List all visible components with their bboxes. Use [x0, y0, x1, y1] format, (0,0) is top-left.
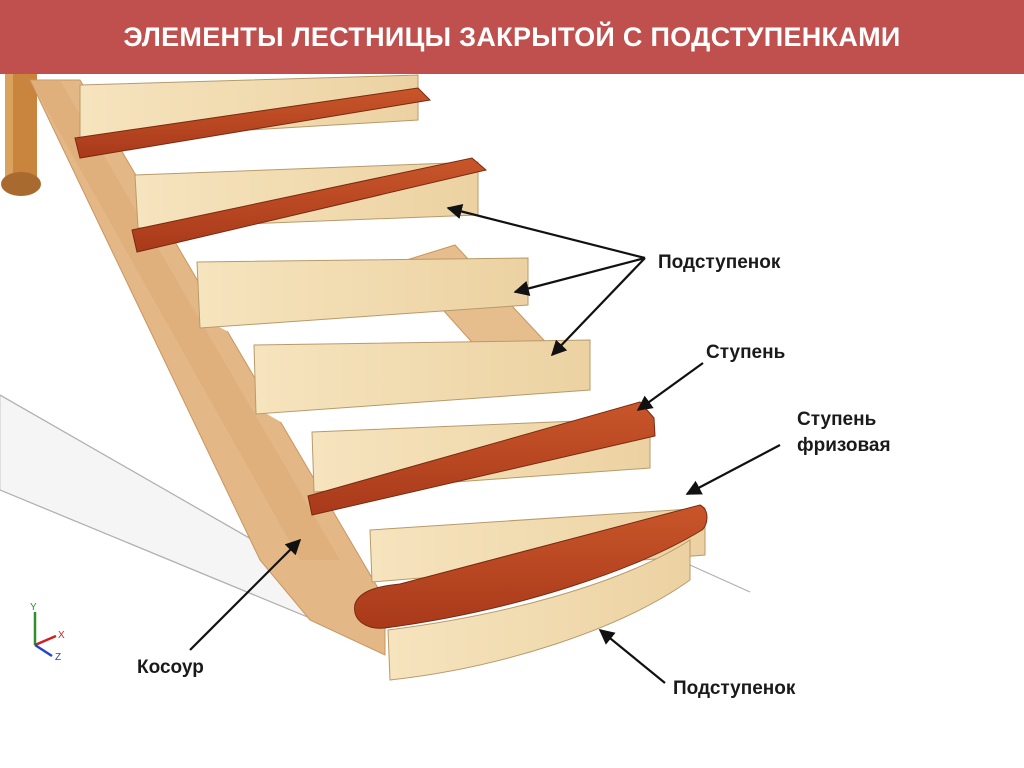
arrow-winder	[685, 444, 781, 495]
stringer-face	[30, 80, 340, 560]
arrow-stringer	[189, 538, 302, 651]
label-winder-line1: Ступень	[797, 409, 877, 430]
title-bar: ЭЛЕМЕНТЫ ЛЕСТНИЦЫ ЗАКРЫТОЙ С ПОДСТУПЕНКА…	[0, 0, 1024, 74]
riser-4	[253, 339, 591, 415]
newel-post	[1, 74, 41, 196]
tread-2	[131, 157, 488, 253]
arrow-riser-3	[550, 257, 646, 357]
page-title: ЭЛЕМЕНТЫ ЛЕСТНИЦЫ ЗАКРЫТОЙ С ПОДСТУПЕНКА…	[123, 21, 901, 52]
label-stringer: Косоур	[137, 657, 204, 678]
axis-x-label: X	[58, 630, 65, 641]
axis-y-label: Y	[30, 602, 37, 613]
axes-gizmo: Y X Z	[30, 602, 65, 663]
label-winder-line2: фризовая	[797, 434, 891, 456]
riser-1	[79, 74, 419, 141]
label-winder-tread: Ступень фризовая	[797, 407, 891, 458]
arrow-riser-bottom	[598, 629, 666, 684]
tread-5	[307, 401, 656, 516]
bottom-riser	[387, 539, 691, 681]
tread-1	[74, 87, 432, 159]
arrow-tread	[636, 362, 704, 411]
arrow-riser-2	[513, 256, 646, 296]
callout-arrows	[189, 203, 781, 684]
stringer	[29, 79, 386, 656]
arrow-riser-1	[446, 203, 646, 260]
axis-z-label: Z	[55, 652, 61, 663]
label-riser-bottom: Подступенок	[673, 678, 796, 699]
label-riser-top: Подступенок	[658, 252, 781, 273]
winder-tread	[354, 504, 708, 629]
label-tread: Ступень	[706, 342, 786, 363]
riser-3	[196, 257, 529, 329]
